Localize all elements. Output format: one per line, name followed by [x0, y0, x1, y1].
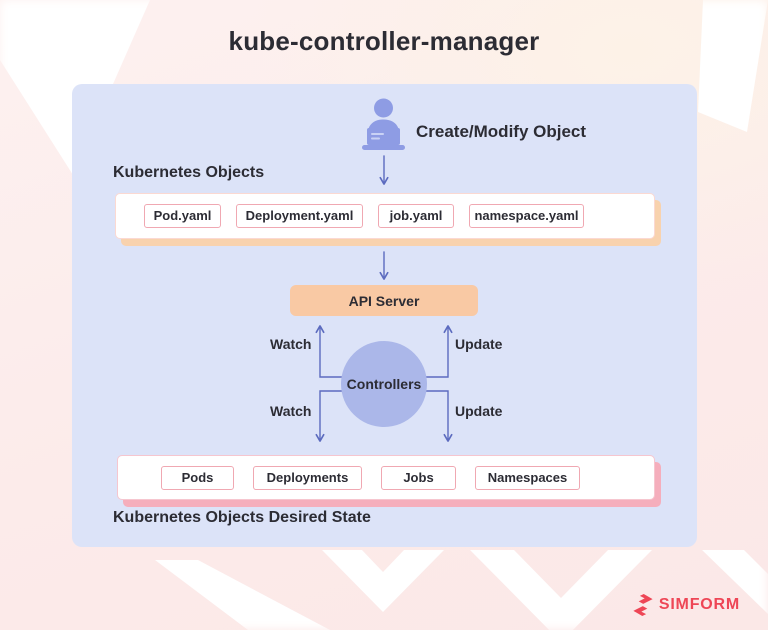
update-lower-label: Update: [455, 403, 503, 419]
kubernetes-objects-heading: Kubernetes Objects: [113, 164, 265, 181]
namespace-yaml-box: namespace.yaml: [469, 204, 584, 228]
simform-logo: SIMFORM: [632, 593, 740, 617]
pods-box: Pods: [161, 465, 234, 490]
api-server-node: API Server: [290, 285, 478, 316]
arrow-watch-upper: [315, 325, 345, 378]
kubernetes-objects-bar: Pod.yaml Deployment.yaml job.yaml namesp…: [115, 193, 655, 239]
watch-lower-label: Watch: [270, 403, 312, 419]
arrow-update-upper: [425, 325, 453, 378]
update-upper-label: Update: [455, 336, 503, 352]
simform-mark-icon: [633, 594, 653, 616]
controllers-node: Controllers: [341, 341, 427, 427]
jobs-box: Jobs: [381, 465, 456, 490]
desired-state-heading: Kubernetes Objects Desired State: [113, 509, 371, 526]
pod-yaml-box: Pod.yaml: [144, 204, 221, 228]
arrow-update-lower: [425, 390, 453, 442]
page-title: kube-controller-manager: [228, 26, 540, 56]
diagram-panel: Create/Modify Object Kubernetes Objects …: [72, 84, 697, 547]
desired-state-bar: Pods Deployments Jobs Namespaces: [117, 455, 655, 500]
person-laptop-icon: [362, 98, 405, 150]
deployment-yaml-box: Deployment.yaml: [236, 204, 363, 228]
create-modify-object-label: Create/Modify Object: [416, 122, 587, 141]
job-yaml-box: job.yaml: [378, 204, 454, 228]
watch-upper-label: Watch: [270, 336, 312, 352]
arrow-watch-lower: [315, 390, 345, 442]
deployments-box: Deployments: [253, 465, 362, 490]
namespaces-box: Namespaces: [475, 465, 580, 490]
simform-logo-text: SIMFORM: [658, 596, 740, 613]
